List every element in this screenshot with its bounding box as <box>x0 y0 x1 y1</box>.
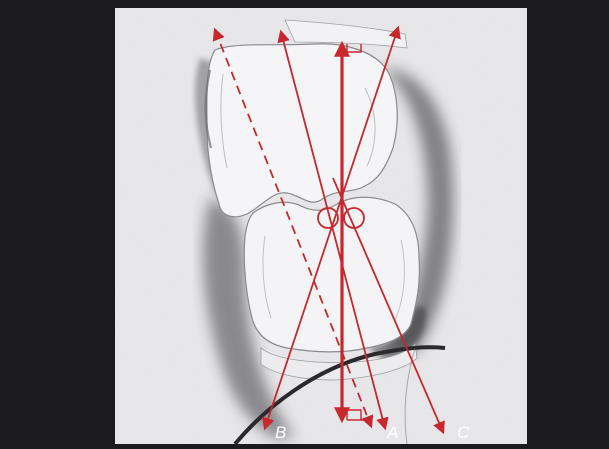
label-c: C <box>457 423 470 442</box>
label-b: B <box>275 423 286 442</box>
label-a: A <box>386 423 398 442</box>
tooth-diagram: B A C <box>115 8 527 444</box>
